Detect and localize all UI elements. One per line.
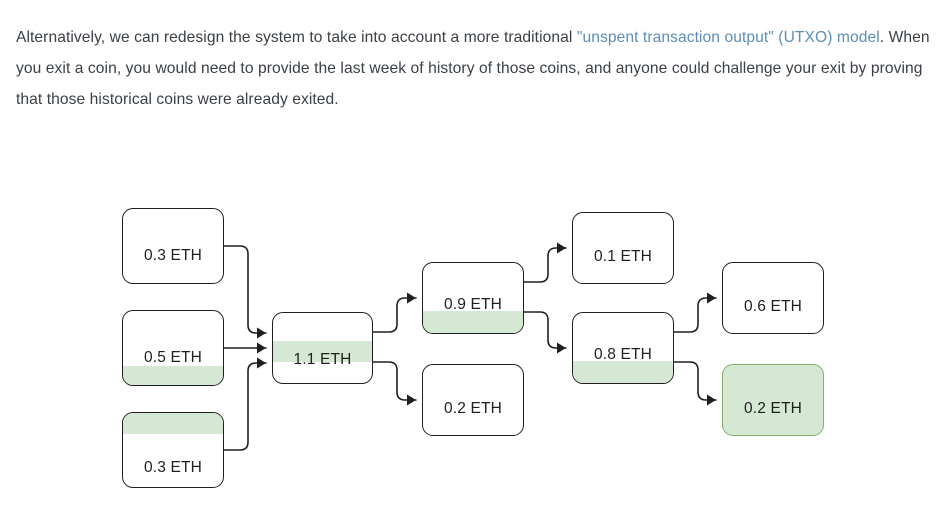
paragraph-segment-1: Alternatively, we can redesign the syste…	[16, 28, 577, 46]
arrowhead	[707, 292, 716, 304]
coin-node-t-a[interactable]: 0.1 ETH	[572, 212, 674, 284]
arrowhead	[407, 394, 416, 406]
arrowhead	[257, 357, 266, 369]
coin-node-o-b[interactable]: 0.2 ETH	[722, 364, 824, 436]
coin-node-label: 0.2 ETH	[744, 400, 802, 417]
coin-node-o-a[interactable]: 0.6 ETH	[722, 262, 824, 334]
coin-node-label: 0.9 ETH	[444, 296, 502, 313]
coin-node-label: 0.3 ETH	[144, 459, 202, 476]
coin-node-label: 0.3 ETH	[144, 247, 202, 264]
edge-in-a-to-mid	[223, 245, 267, 334]
coin-node-t-b[interactable]: 0.8 ETH	[572, 312, 674, 384]
coin-node-highlight-band	[573, 361, 673, 383]
arrowhead	[407, 292, 416, 304]
utxo-model-link[interactable]: "unspent transaction output" (UTXO) mode…	[576, 28, 880, 46]
coin-node-highlight-band	[423, 311, 523, 333]
coin-node-label: 0.5 ETH	[144, 349, 202, 366]
edge-s-a-to-t-a	[523, 247, 567, 283]
arrowhead	[557, 242, 566, 254]
arrowhead	[257, 327, 266, 339]
coin-node-in-b[interactable]: 0.5 ETH	[122, 310, 224, 386]
paragraph-segment-2: . When you exit a coin, you would need t…	[16, 28, 930, 108]
coin-node-label: 0.8 ETH	[594, 346, 652, 363]
coin-node-in-c[interactable]: 0.3 ETH	[122, 412, 224, 488]
edge-mid-to-s-a	[372, 297, 417, 333]
arrowhead	[257, 342, 266, 354]
edge-t-b-to-o-b	[673, 361, 717, 401]
article-paragraph: Alternatively, we can redesign the syste…	[16, 22, 932, 115]
coin-node-highlight-band	[123, 366, 223, 385]
arrowhead	[707, 394, 716, 406]
coin-node-highlight-band	[123, 413, 223, 434]
arrowhead	[557, 342, 566, 354]
coin-node-label: 0.6 ETH	[744, 298, 802, 315]
coin-node-label: 0.2 ETH	[444, 400, 502, 417]
edge-in-c-to-mid	[223, 362, 267, 451]
coin-node-s-a[interactable]: 0.9 ETH	[422, 262, 524, 334]
edge-mid-to-s-b	[372, 361, 417, 401]
coin-node-label: 0.1 ETH	[594, 248, 652, 265]
coin-node-highlight-band	[273, 341, 372, 362]
coin-node-mid[interactable]: 1.1 ETH	[272, 312, 373, 384]
coin-node-in-a[interactable]: 0.3 ETH	[122, 208, 224, 284]
coin-node-s-b[interactable]: 0.2 ETH	[422, 364, 524, 436]
coin-node-label: 1.1 ETH	[293, 351, 352, 368]
edge-t-b-to-o-a	[673, 297, 717, 333]
edge-s-a-to-t-b	[523, 311, 567, 349]
